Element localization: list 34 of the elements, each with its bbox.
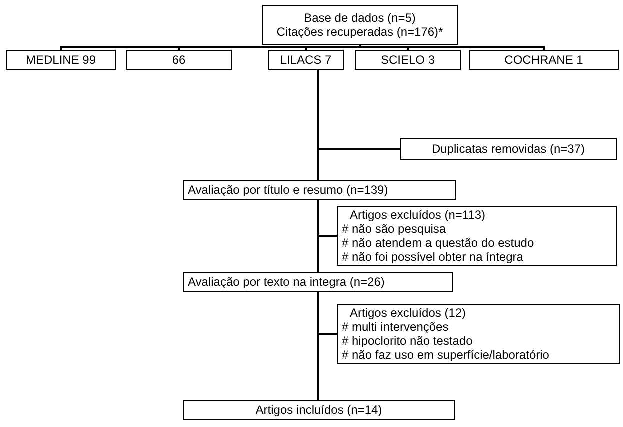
process-box [183, 180, 456, 200]
box-text: Artigos excluídos (n=113) [349, 208, 486, 222]
process-box [337, 206, 617, 266]
exclusion-criterion: # não foi possível obter na íntegra [342, 250, 524, 264]
process-box [6, 50, 116, 70]
box-text: Avaliação por título e resumo (n=139) [188, 183, 388, 197]
box-text: Citações recuperadas (n=176)* [276, 25, 444, 39]
process-box [400, 138, 617, 160]
box-text: MEDLINE 99 [26, 53, 96, 67]
box-text: SCIELO 3 [380, 53, 436, 67]
box-text: LILACS 7 [280, 53, 332, 67]
box-text: COCHRANE 1 [504, 53, 584, 67]
box-text: 66 [172, 53, 186, 67]
process-box [355, 50, 461, 70]
box-text: Duplicatas removidas (n=37) [432, 142, 586, 156]
process-box [126, 50, 232, 70]
exclusion-criterion: # não atendem a questão do estudo [342, 236, 534, 250]
process-box [469, 50, 619, 70]
box-text: Base de dados (n=5) [304, 11, 416, 25]
process-box [183, 400, 455, 420]
box-text: Avaliação por texto na integra (n=26) [188, 275, 385, 289]
box-text: Artigos incluídos (n=14) [256, 403, 382, 417]
process-box [268, 50, 344, 70]
box-text: Artigos excluídos (12) [349, 306, 466, 320]
exclusion-criterion: # não são pesquisa [342, 222, 446, 236]
process-box [183, 272, 453, 292]
connector-line [317, 292, 319, 400]
connector-line [317, 200, 319, 272]
connector-line [317, 70, 319, 180]
exclusion-criterion: # não faz uso em superfície/laboratório [342, 348, 550, 362]
exclusion-criterion: # hipoclorito não testado [342, 334, 473, 348]
process-box [337, 304, 620, 364]
exclusion-criterion: # multi intervenções [342, 320, 449, 334]
process-box [262, 5, 458, 45]
